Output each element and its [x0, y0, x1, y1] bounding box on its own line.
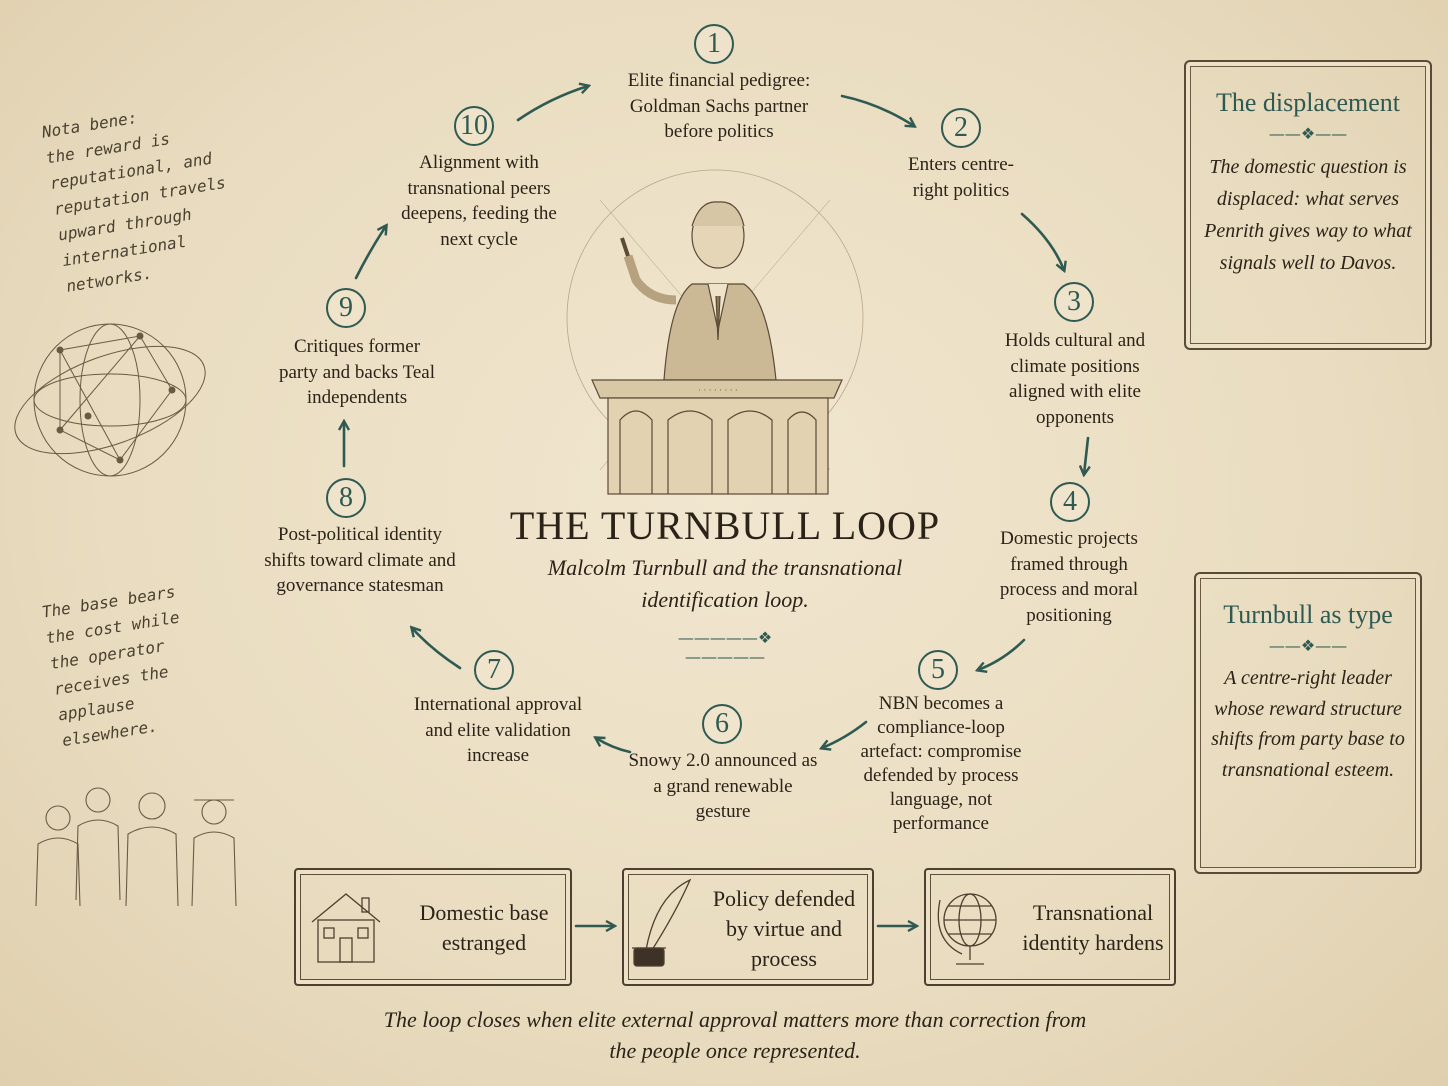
arrow-10-1 — [516, 86, 588, 122]
closing-statement: The loop closes when elite external appr… — [383, 1007, 1087, 1063]
ornament-divider-icon: ——❖—— — [1268, 636, 1348, 655]
displacement-panel-body: The domestic question is displaced: what… — [1204, 156, 1412, 274]
step-5-number: 5 — [918, 650, 958, 690]
ornament-divider-icon: —————❖————— — [677, 628, 773, 666]
step-2-number: 2 — [941, 108, 981, 148]
step-1-text: Elite financial pedigree: Goldman Sachs … — [627, 70, 811, 142]
arrow-3-4 — [1084, 436, 1088, 474]
step-4-number: 4 — [1050, 482, 1090, 522]
step-3-number: 3 — [1054, 282, 1094, 322]
step-8-text: Post-political identity shifts toward cl… — [264, 524, 456, 596]
step-7-number: 7 — [474, 650, 514, 690]
step-1-number: 1 — [694, 24, 734, 64]
svg-text:· · · · · · · ·: · · · · · · · · — [698, 385, 738, 395]
network-globe-sketch — [14, 323, 206, 477]
arrow-5-6 — [822, 720, 868, 748]
flow-label-transnational-identity: Transnational identity hardens — [1022, 900, 1164, 955]
turnbull-type-panel: Turnbull as type ——❖—— A centre-right le… — [1194, 572, 1422, 874]
arrow-6-7 — [596, 738, 632, 754]
step-2-text: Enters centre-right politics — [907, 154, 1015, 201]
ornament-divider-icon: ——❖—— — [1268, 124, 1348, 143]
flow-label-policy-defended: Policy defended by virtue and process — [712, 886, 856, 971]
step-5-text: NBN becomes a compliance-loop artefact: … — [860, 693, 1022, 834]
ordinary-people-sketch — [35, 787, 237, 907]
flow-box-domestic-base: Domestic base estranged — [294, 868, 572, 986]
page-subtitle: Malcolm Turnbull and the transnational i… — [547, 555, 903, 612]
flow-label-domestic-base: Domestic base estranged — [419, 900, 549, 955]
step-7-text: International approval and elite validat… — [413, 694, 583, 766]
step-8-number: 8 — [326, 478, 366, 518]
quill-inkwell-icon — [632, 878, 692, 967]
arrow-1-2 — [840, 94, 914, 126]
flow-box-policy-defended: Policy defended by virtue and process — [622, 868, 874, 986]
displacement-panel-title: The displacement — [1215, 88, 1401, 117]
nota-bene-note: Nota bene: the reward is reputational, a… — [40, 107, 227, 296]
step-6-text: Snowy 2.0 announced as a grand renewable… — [628, 750, 818, 822]
arrow-9-10 — [354, 226, 386, 280]
arrow-7-8 — [412, 628, 462, 670]
turnbull-type-panel-title: Turnbull as type — [1223, 600, 1393, 629]
speaker-podium-illustration: · · · · · · · · — [566, 169, 864, 495]
step-6-number: 6 — [702, 704, 742, 744]
step-4-text: Domestic projects framed through process… — [999, 528, 1139, 626]
step-10-text: Alignment with transnational peers deepe… — [401, 152, 557, 250]
arrow-2-3 — [1020, 212, 1064, 270]
arrow-4-5 — [978, 638, 1026, 670]
page-title: THE TURNBULL LOOP — [509, 503, 941, 548]
globe-icon — [937, 893, 997, 965]
step-3-text: Holds cultural and climate positions ali… — [1004, 330, 1146, 428]
house-icon — [311, 893, 381, 963]
step-9-text: Critiques former party and backs Teal in… — [278, 336, 436, 408]
step-10-number: 10 — [454, 106, 494, 146]
step-9-number: 9 — [326, 288, 366, 328]
flow-box-transnational-identity: Transnational identity hardens — [924, 868, 1176, 986]
turnbull-type-panel-body: A centre-right leader whose reward struc… — [1211, 667, 1405, 781]
base-bears-note: The base bears the cost while the operat… — [40, 581, 181, 751]
displacement-panel: The displacement ——❖—— The domestic ques… — [1184, 60, 1432, 350]
